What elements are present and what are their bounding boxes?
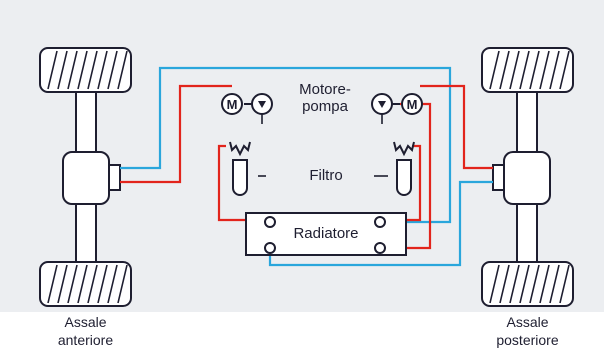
radiator-label: Radiatore: [293, 225, 359, 242]
rear-axle: [481, 47, 574, 307]
front-axle-label-line1: Assale: [64, 314, 107, 330]
motor-icon: [401, 93, 423, 115]
radiator-icon: [245, 212, 407, 256]
rear-axle-label-line1: Assale: [506, 314, 549, 330]
front-axle-label-line2: anteriore: [57, 331, 114, 348]
front-axle-label: Assale anteriore: [40, 314, 131, 349]
tyre-icon: [39, 47, 132, 93]
filter-icon: [374, 141, 415, 196]
tyre-icon: [481, 47, 574, 93]
pump-label: Motore- pompa: [282, 81, 368, 115]
right-motor-pump: [371, 93, 423, 124]
pump-label-line2: pompa: [302, 97, 348, 115]
axle-icon: [62, 91, 121, 263]
filter-icon: [229, 141, 266, 196]
motor-icon: [221, 93, 243, 115]
left-motor-pump: [221, 93, 273, 124]
rear-axle-label: Assale posteriore: [482, 314, 573, 349]
tyre-icon: [481, 261, 574, 307]
front-axle: [39, 47, 132, 307]
tyre-icon: [39, 261, 132, 307]
filter-label: Filtro: [309, 167, 343, 184]
rear-axle-label-line2: posteriore: [496, 331, 559, 348]
axle-icon: [492, 91, 551, 263]
pump-label-line1: Motore-: [299, 81, 351, 98]
motor-symbol: M: [227, 97, 238, 112]
motor-symbol: M: [407, 97, 418, 112]
